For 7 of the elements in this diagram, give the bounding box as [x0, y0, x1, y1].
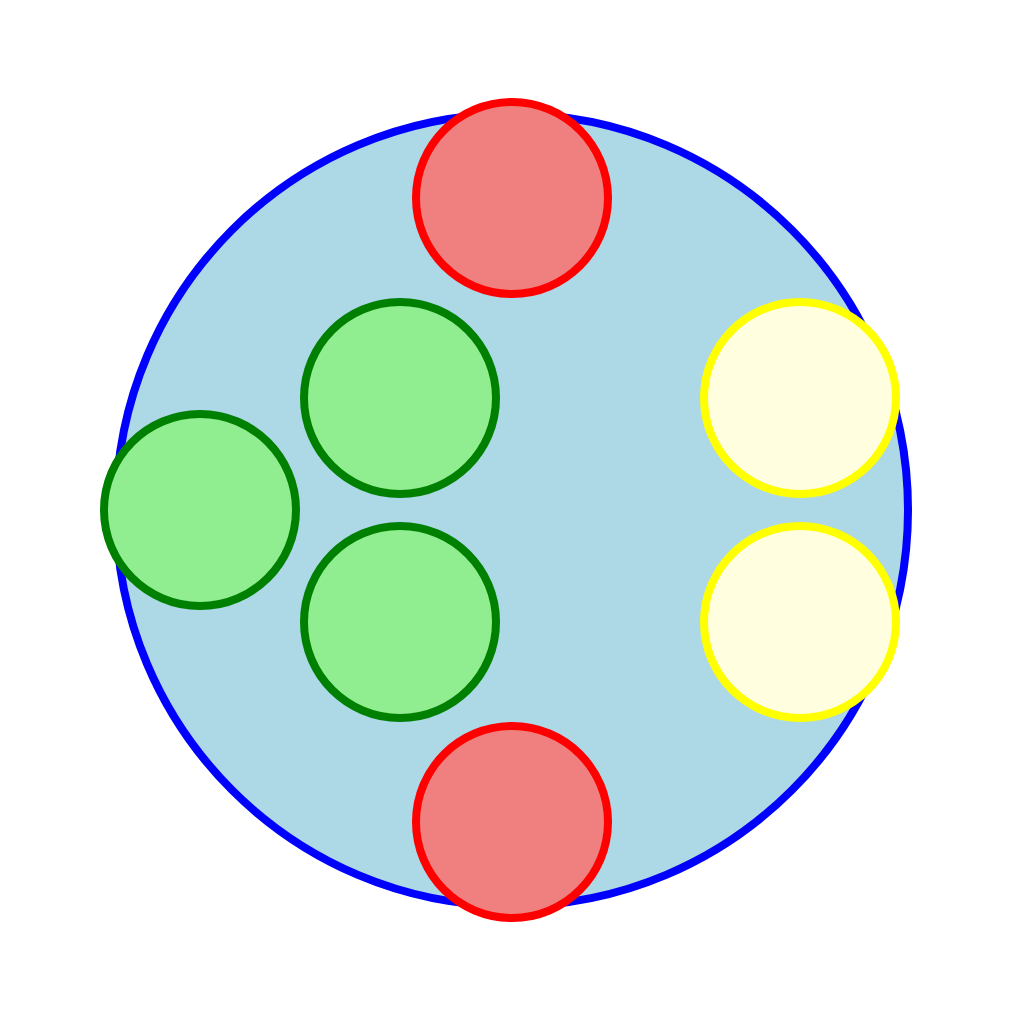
circle [412, 98, 612, 298]
circle [700, 522, 900, 722]
circle [100, 410, 300, 610]
circle [300, 298, 500, 498]
circle [412, 722, 612, 922]
circle [300, 522, 500, 722]
circle [700, 298, 900, 498]
